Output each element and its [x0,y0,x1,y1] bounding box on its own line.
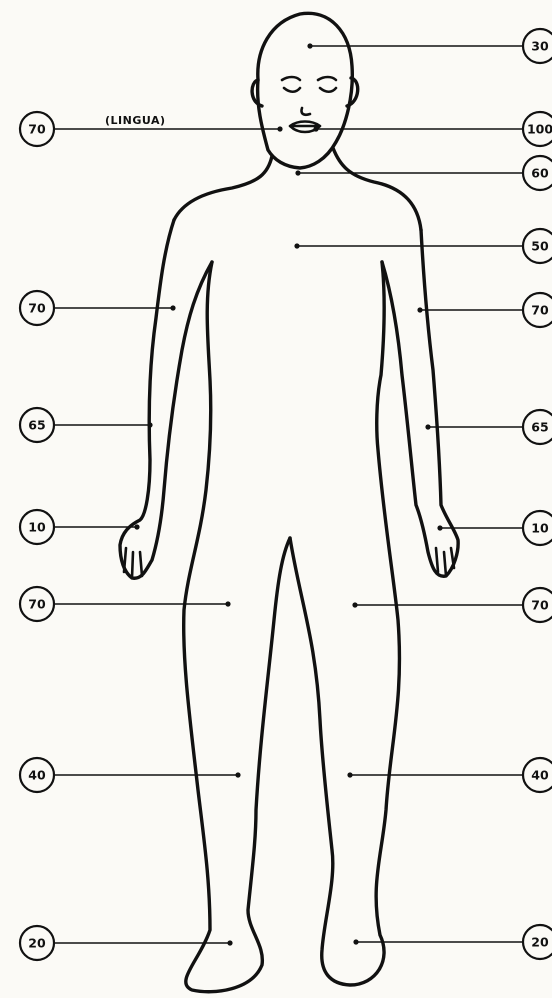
value-text: 10 [531,521,549,536]
point-marker [353,939,358,944]
callout-hand-left: 10 [437,511,552,545]
callout-lower-leg-right: 40 [20,758,241,792]
value-text: 50 [531,239,549,254]
point-marker [235,772,240,777]
callout-upper-arm-left: 70 [417,293,552,327]
callouts: 30 70 100 60 50 70 70 65 65 10 10 70 70 40 40 20 20 [20,29,552,960]
callout-upper-arm-right: 70 [20,291,176,325]
neck-left [174,156,272,220]
point-marker [425,424,430,429]
value-text: 70 [531,598,549,613]
face [282,77,336,132]
eye-right [318,77,336,92]
body-outline [120,13,458,991]
arm-left-outer [382,230,458,576]
value-text: 70 [28,597,46,612]
point-marker [307,43,312,48]
value-text: 10 [28,520,46,535]
point-marker [147,422,152,427]
value-text: 20 [531,935,549,950]
head-outline [258,13,353,168]
value-text: 100 [527,122,552,137]
callout-forearm-left: 65 [425,410,552,444]
point-marker [417,307,422,312]
value-text: 70 [531,303,549,318]
point-marker [277,126,282,131]
callout-lips: 100 [313,112,552,146]
callout-lower-leg-left: 40 [347,758,552,792]
value-text: 30 [531,39,549,54]
point-marker [295,170,300,175]
callout-neck: 60 [295,156,552,190]
callout-foot-right: 20 [20,926,233,960]
point-marker [227,940,232,945]
arm-right-outer [120,220,212,578]
point-marker [347,772,352,777]
torso-left [290,262,399,985]
lingua-label: (LINGUA) [105,114,166,127]
neck-right [333,148,421,230]
callout-thigh-left: 70 [352,588,552,622]
value-text: 70 [28,301,46,316]
value-text: 65 [28,418,45,433]
value-text: 40 [531,768,549,783]
point-marker [225,601,230,606]
point-marker [294,243,299,248]
callout-thigh-right: 70 [20,587,231,621]
point-marker [134,524,139,529]
value-text: 70 [28,122,46,137]
point-marker [437,525,442,530]
value-text: 20 [28,936,46,951]
callout-forearm-right: 65 [20,408,153,442]
point-marker [313,126,318,131]
torso-right [184,262,290,992]
value-text: 60 [531,166,549,181]
value-text: 40 [28,768,46,783]
eye-left [282,77,300,92]
point-marker [352,602,357,607]
value-text: 65 [531,420,548,435]
nose [301,108,310,115]
point-marker [170,305,175,310]
